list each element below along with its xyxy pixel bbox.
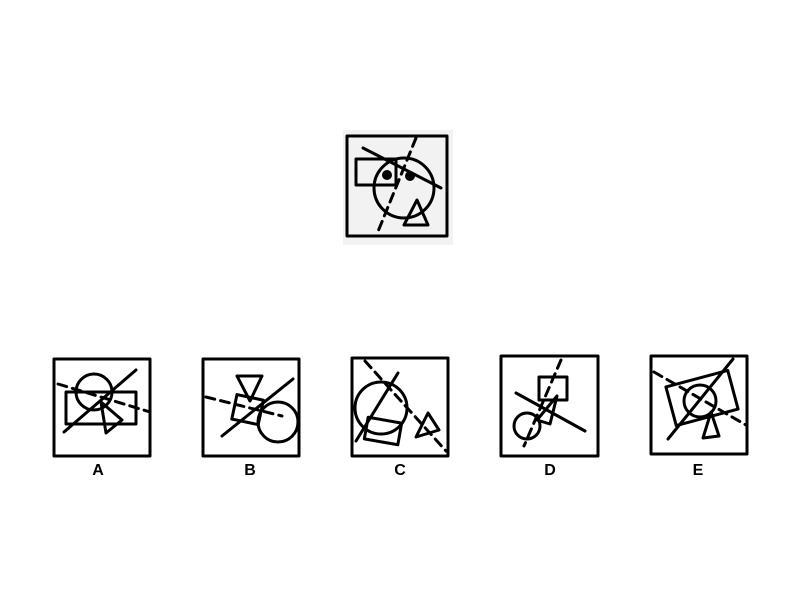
circle-shape	[372, 156, 436, 220]
solid-line	[354, 371, 400, 443]
option-label-b: B	[244, 462, 256, 479]
rectangle-shape	[664, 368, 740, 428]
dot	[382, 170, 392, 180]
option-label-e: E	[693, 462, 704, 479]
triangle-shape	[99, 400, 124, 435]
option-frame	[350, 356, 450, 458]
option-label-a: A	[92, 462, 104, 479]
option-frame	[52, 357, 152, 458]
solid-line	[62, 368, 138, 434]
option-e-figure[interactable]	[649, 354, 749, 456]
circle-shape	[512, 411, 542, 441]
dashed-line	[652, 370, 748, 427]
option-b-figure[interactable]	[201, 357, 301, 458]
rectangle-shape	[354, 157, 398, 187]
question-frame	[345, 134, 449, 238]
option-frame	[499, 354, 600, 458]
solid-line	[514, 391, 587, 433]
dot	[405, 171, 415, 181]
circle-shape	[682, 383, 718, 419]
triangle-shape	[701, 410, 721, 440]
option-frame	[201, 357, 301, 458]
dashed-line	[375, 136, 418, 236]
triangle-shape	[414, 411, 441, 439]
dashed-line	[204, 395, 284, 418]
option-label-c: C	[394, 462, 406, 479]
option-frame	[649, 354, 749, 456]
triangle-shape	[235, 374, 264, 403]
option-d-figure[interactable]	[499, 354, 600, 458]
rectangle-shape	[362, 415, 404, 447]
option-a-figure[interactable]	[52, 357, 152, 458]
dashed-line	[363, 359, 448, 453]
dashed-line	[522, 358, 563, 448]
triangle-shape	[402, 198, 430, 227]
triangle-shape	[535, 394, 559, 426]
solid-line	[220, 377, 295, 438]
circle-shape	[256, 400, 300, 444]
solid-line	[361, 146, 443, 190]
option-c-figure[interactable]	[350, 356, 450, 458]
question-figure	[343, 130, 453, 245]
circle-shape	[353, 380, 409, 436]
option-label-d: D	[544, 462, 556, 479]
dashed-line	[56, 382, 152, 414]
